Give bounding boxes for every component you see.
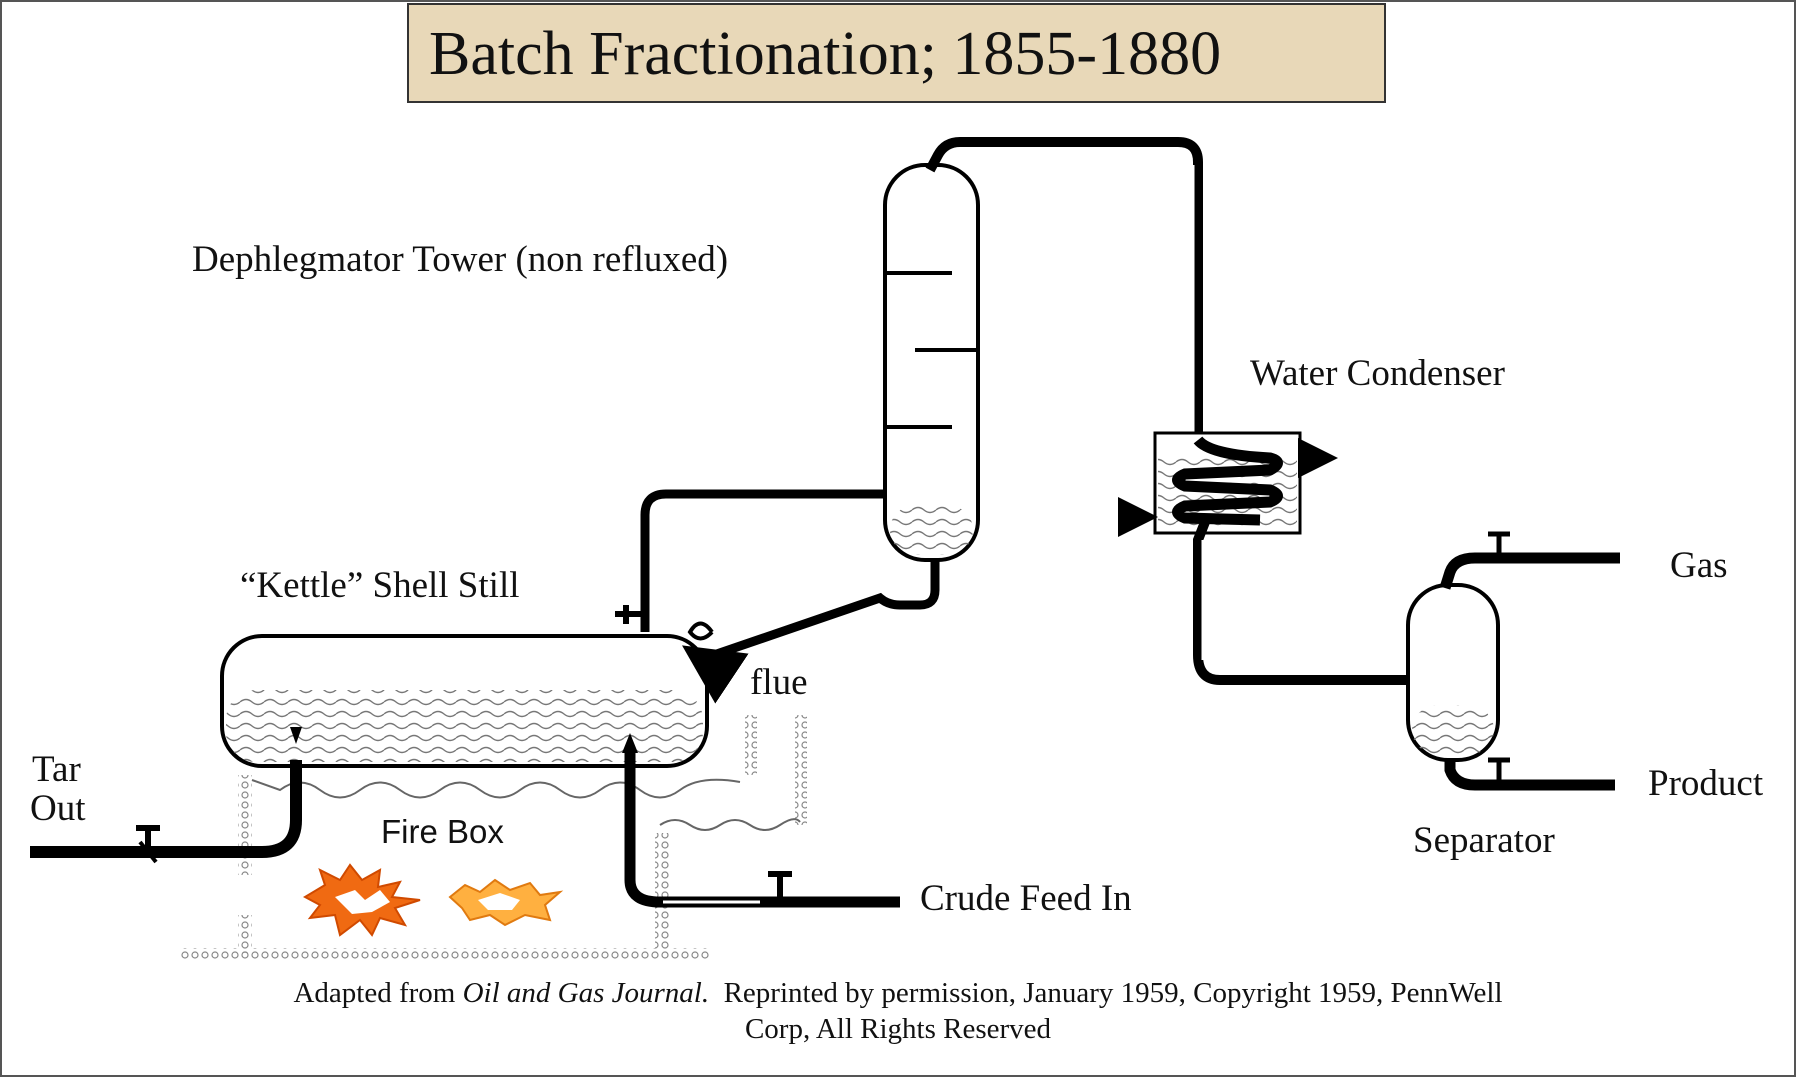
fire-box-walls	[180, 715, 807, 960]
tar-out-line	[30, 760, 302, 864]
label-tar: Tar	[32, 749, 81, 790]
label-water-condenser: Water Condenser	[1250, 353, 1505, 394]
label-product: Product	[1648, 763, 1764, 804]
label-separator: Separator	[1413, 820, 1555, 861]
credit-note: Adapted from Oil and Gas Journal. Reprin…	[0, 975, 1796, 1047]
dephlegmator-tower	[883, 163, 980, 562]
fire-flames	[302, 863, 564, 937]
credit-prefix: Adapted from	[293, 977, 463, 1009]
credit-line-2: Corp, All Rights Reserved	[744, 1013, 1052, 1045]
label-crude-feed: Crude Feed In	[920, 878, 1132, 919]
label-kettle-still: “Kettle” Shell Still	[240, 565, 520, 606]
slide-title: Batch Fractionation; 1855-1880	[429, 20, 1222, 88]
overhead-line	[925, 137, 1203, 440]
label-flue: flue	[750, 662, 808, 703]
label-fire-box: Fire Box	[381, 813, 504, 850]
separator-vessel	[1406, 531, 1620, 791]
vapor-line	[615, 489, 940, 704]
label-gas: Gas	[1670, 545, 1728, 586]
label-out: Out	[30, 788, 86, 829]
label-dephlegmator: Dephlegmator Tower (non refluxed)	[192, 239, 728, 280]
credit-line-1: Adapted from Oil and Gas Journal. Reprin…	[0, 975, 1796, 1011]
title-box: Batch Fractionation; 1855-1880	[407, 3, 1386, 103]
credit-rest: Reprinted by permission, January 1959, C…	[709, 977, 1503, 1009]
water-condenser	[1118, 431, 1338, 537]
crude-feed-line	[624, 752, 900, 908]
condensate-line	[1193, 520, 1408, 685]
credit-source: Oil and Gas Journal.	[462, 977, 710, 1009]
kettle-shell-still	[220, 634, 709, 768]
